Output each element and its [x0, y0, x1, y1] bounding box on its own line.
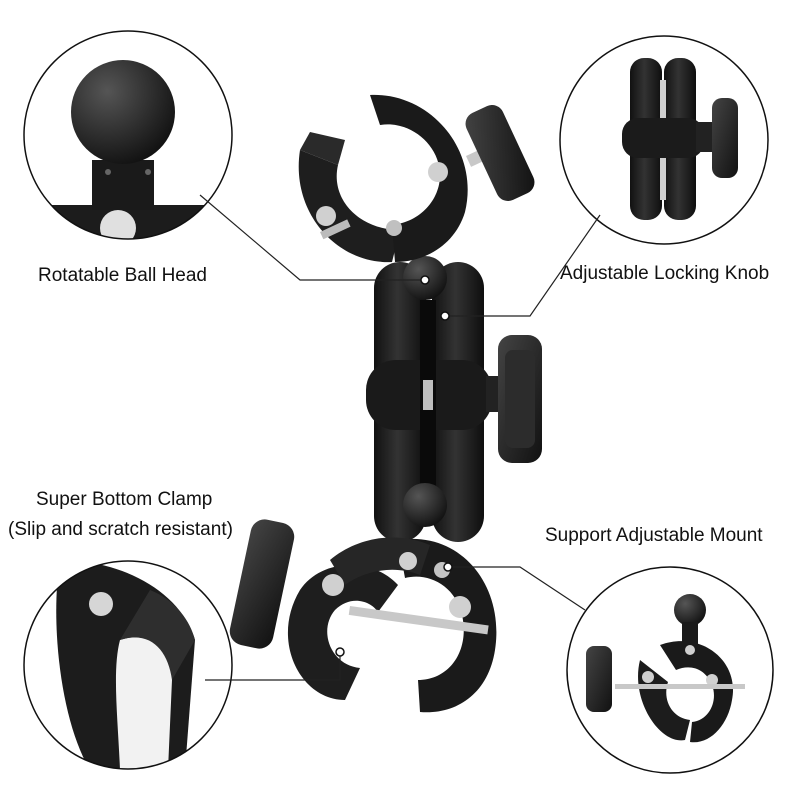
callout-dots	[335, 275, 453, 657]
ball-head-label: Rotatable Ball Head	[38, 265, 207, 286]
locking-knob-label: Adjustable Locking Knob	[560, 263, 770, 284]
callout-line-bottom-clamp	[205, 652, 341, 681]
bottom-clamp-label: Super Bottom Clamp	[36, 489, 213, 510]
adjustable-mount-label: Support Adjustable Mount	[545, 525, 763, 546]
ball-head-detail-circle	[23, 30, 233, 240]
callout-lines	[199, 194, 601, 681]
bottom-clamp-detail-circle	[23, 560, 233, 770]
bottom-clamp-sublabel: (Slip and scratch resistant)	[8, 519, 233, 540]
bottom-clamp	[229, 519, 497, 713]
locking-knob-detail-circle	[559, 35, 769, 245]
bottom-ball-joint	[403, 483, 447, 527]
double-socket-arm	[366, 262, 492, 542]
callout-line-ball-head	[199, 194, 425, 281]
adjustable-mount-detail-circle	[566, 566, 774, 774]
top-clamp	[298, 94, 535, 263]
callout-line-locking-knob	[445, 214, 601, 317]
middle-locking-knob	[486, 335, 542, 463]
callout-line-adjustable-mount	[448, 566, 586, 611]
